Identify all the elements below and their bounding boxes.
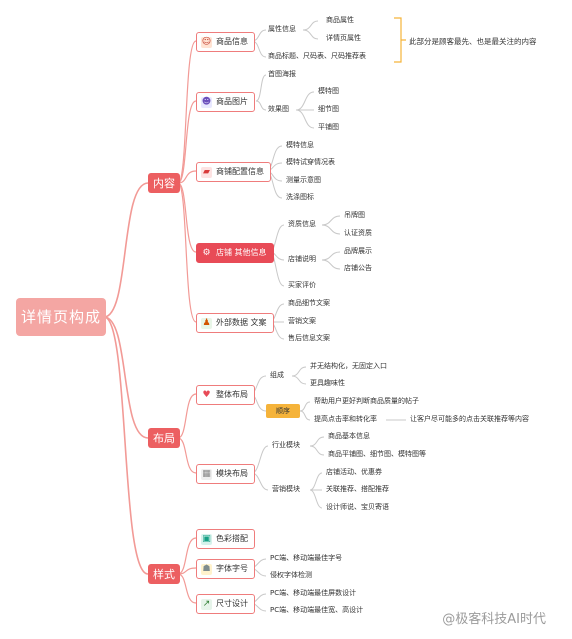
leaf-detail-img: 细节图 [318, 105, 339, 113]
flag-icon: ▰ [201, 166, 212, 178]
leaf-reviews: 买家评价 [288, 281, 316, 289]
node-overall-layout-label: 整体布局 [216, 390, 248, 399]
palette-icon: ▣ [201, 533, 212, 545]
leaf-model-info: 模特信息 [286, 141, 314, 149]
leaf-brand: 品牌展示 [344, 247, 372, 255]
leaf-compose: 组成 [270, 371, 284, 379]
leaf-notice: 店铺公告 [344, 264, 372, 272]
leaf-font-check: 侵权字体检测 [270, 571, 312, 579]
order-tag[interactable]: 顺序 [266, 404, 300, 418]
leaf-model-img: 模特图 [318, 87, 339, 95]
leaf-product-attr: 商品属性 [326, 16, 354, 24]
heart-icon: ♥ [202, 389, 211, 400]
person-icon: ☻ [201, 96, 212, 108]
node-font[interactable]: ☗ 字体字号 [196, 559, 255, 579]
node-store-other[interactable]: ⚙ 店铺 其他信息 [196, 243, 274, 263]
leaf-measure-diagram: 测量示意图 [286, 176, 321, 184]
leaf-wash-icons: 洗涤图标 [286, 193, 314, 201]
node-product-images-label: 商品图片 [216, 97, 248, 106]
node-module-layout[interactable]: ▦ 模块布局 [196, 464, 255, 484]
leaf-effect: 效果图 [268, 105, 289, 113]
category-layout[interactable]: 布局 [148, 428, 180, 448]
node-store-config-label: 商铺配置信息 [216, 167, 264, 176]
node-product-info[interactable]: ☺ 商品信息 [196, 32, 255, 52]
leaf-ctr: 提高点击率和转化率 [314, 415, 377, 423]
leaf-wh-design: PC端、移动端最佳宽、高设计 [270, 606, 364, 614]
node-size[interactable]: ↗ 尺寸设计 [196, 594, 255, 614]
leaf-aftersales-copy: 售后信息文案 [288, 334, 330, 342]
leaf-marketing-copy: 营销文案 [288, 317, 316, 325]
leaf-related: 关联推荐、搭配推荐 [326, 485, 389, 493]
leaf-fitting-table: 模特试穿情况表 [286, 158, 335, 166]
node-color-label: 色彩搭配 [216, 534, 248, 543]
node-color[interactable]: ▣ 色彩搭配 [196, 529, 255, 549]
leaf-cert: 认证资质 [344, 229, 372, 237]
node-store-config[interactable]: ▰ 商铺配置信息 [196, 162, 271, 182]
node-external-label: 外部数据 文案 [216, 318, 267, 327]
leaf-attr-info: 属性信息 [268, 25, 296, 33]
node-size-label: 尺寸设计 [216, 599, 248, 608]
node-product-info-label: 商品信息 [216, 37, 248, 46]
leaf-images-etc: 商品平铺图、细节图、模特图等 [328, 450, 426, 458]
leaf-flat-img: 平铺图 [318, 123, 339, 131]
leaf-detail-attr: 详情页属性 [326, 34, 361, 42]
bracket-note: 此部分是顾客最先、也是最关注的内容 [409, 37, 537, 46]
leaf-detail-copy: 商品细节文案 [288, 299, 330, 307]
category-content[interactable]: 内容 [148, 173, 180, 193]
leaf-main-poster: 首图海报 [268, 70, 296, 78]
leaf-basic-info: 商品基本信息 [328, 432, 370, 440]
category-style[interactable]: 样式 [148, 564, 180, 584]
leaf-screen-design: PC端、移动端最佳屏数设计 [270, 589, 357, 597]
leaf-font-size: PC端、移动端最佳字号 [270, 554, 343, 562]
leaf-ctr-note: 让客户尽可能多的点击关联推荐等内容 [410, 415, 529, 423]
watermark: @极客科技AI时代 [442, 612, 546, 627]
ruler-icon: ↗ [201, 598, 212, 610]
gear-icon: ⚙ [202, 247, 211, 258]
node-product-images[interactable]: ☻ 商品图片 [196, 92, 255, 112]
leaf-title-row: 商品标题、尺码表、尺码推荐表 [268, 52, 366, 60]
node-external[interactable]: ♟ 外部数据 文案 [196, 313, 274, 333]
leaf-tag-img: 吊牌图 [344, 211, 365, 219]
node-font-label: 字体字号 [216, 564, 248, 573]
leaf-help-posts: 帮助用户更好判断商品质量的帖子 [314, 397, 419, 405]
leaf-qualification: 资质信息 [288, 220, 316, 228]
leaf-fun: 更具趣味性 [310, 379, 345, 387]
leaf-designer: 设计师说、宝贝寄语 [326, 503, 389, 511]
leaf-store-desc: 店铺说明 [288, 255, 316, 263]
leaf-marketing-module: 营销模块 [272, 485, 300, 493]
user-icon: ☗ [201, 563, 212, 575]
node-overall-layout[interactable]: ♥ 整体布局 [196, 385, 255, 405]
grid-icon: ▦ [201, 468, 212, 480]
node-store-other-label: 店铺 其他信息 [216, 248, 267, 257]
person-icon: ☺ [201, 36, 212, 48]
root-node[interactable]: 详情页构成 [16, 298, 106, 336]
figure-icon: ♟ [201, 317, 212, 329]
leaf-industry: 行业模块 [272, 441, 300, 449]
leaf-no-structure: 并无结构化，无固定入口 [310, 362, 387, 370]
node-module-layout-label: 模块布局 [216, 469, 248, 478]
leaf-promo: 店铺活动、优惠券 [326, 468, 382, 476]
